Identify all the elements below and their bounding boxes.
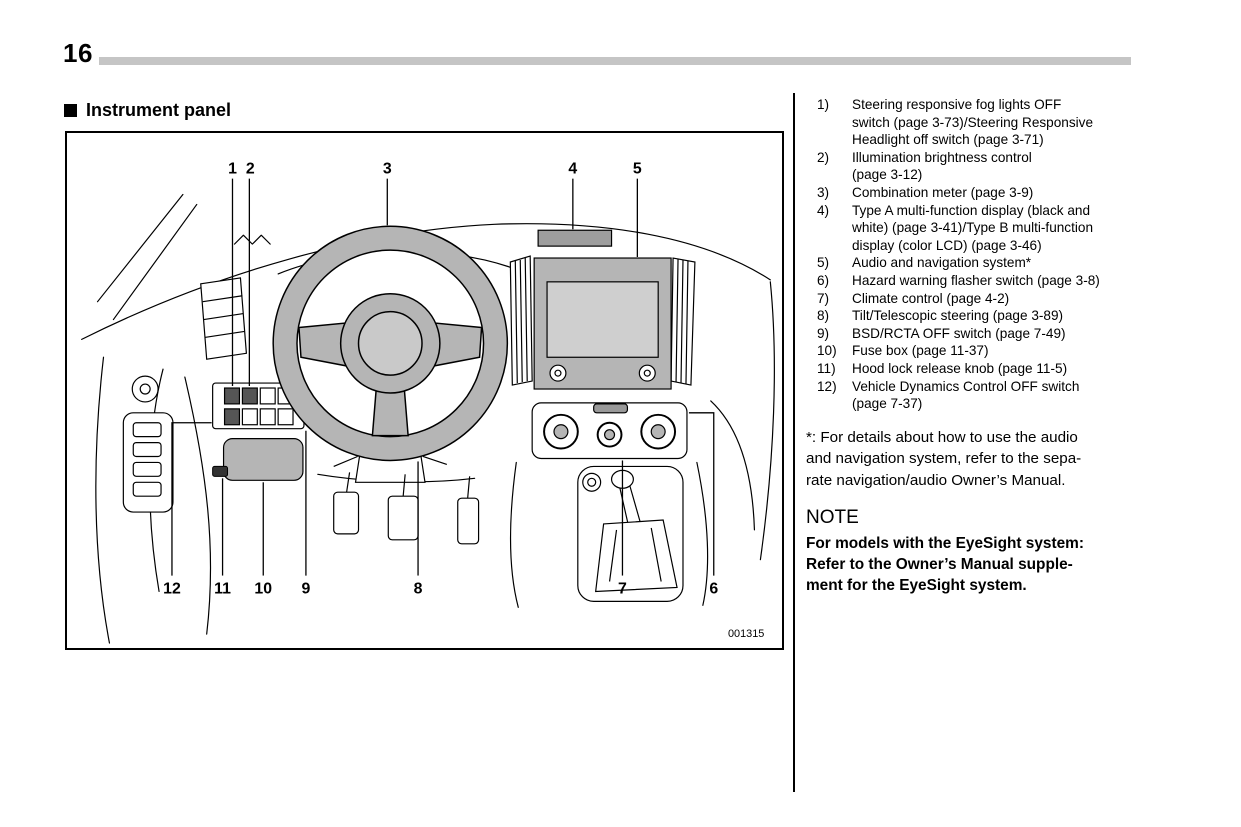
instrument-panel-figure: 1 2 3 4 5 12 11 10 9 8 7 6 001315: [65, 131, 784, 650]
legend-item: 8) Tilt/Telescopic steering (page 3-89): [806, 307, 1150, 325]
legend-item-number: 12): [817, 378, 837, 394]
multi-function-display: [537, 229, 613, 247]
legend-item-text: Audio and navigation system*: [852, 255, 1032, 271]
section-heading-text: Instrument panel: [86, 100, 232, 120]
column-divider: [793, 93, 795, 792]
legend-item-text: Hood lock release knob (page 11-5): [852, 360, 1068, 376]
legend-item: 1) Steering responsive fog lights OFF sw…: [806, 96, 1150, 149]
legend-item-number: 9): [817, 325, 830, 341]
left-dash-vent: [200, 277, 248, 360]
legend-item-text: Illumination brightness control (page 3-…: [852, 149, 1032, 183]
audio-footnote: *: For details about how to use the audi…: [806, 428, 1082, 489]
legend-item-text: BSD/RCTA OFF switch (page 7-49): [852, 325, 1066, 341]
instrument-panel-diagram: 1 2 3 4 5 12 11 10 9 8 7 6 001315: [81, 161, 775, 644]
legend-item-number: 6): [817, 272, 830, 288]
legend-item-number: 10): [817, 343, 837, 359]
legend-item-number: 4): [817, 202, 830, 218]
legend-item: 2) Illumination brightness control (page…: [806, 149, 1150, 184]
callout-4: 4: [568, 161, 577, 178]
note-heading: NOTE: [806, 507, 859, 529]
hood-release-knob: [212, 465, 229, 477]
legend-item: 5) Audio and navigation system*: [806, 254, 1150, 272]
callout-lines: [171, 178, 715, 576]
hazard-switch: [593, 403, 629, 414]
callout-12: 12: [163, 580, 181, 597]
section-heading: Instrument panel: [64, 100, 231, 121]
callout-6: 6: [709, 580, 718, 597]
callout-numbers: 1 2 3 4 5 12 11 10 9 8 7 6: [163, 161, 718, 598]
audio-screen: [546, 281, 659, 358]
legend-item: 9) BSD/RCTA OFF switch (page 7-49): [806, 325, 1150, 343]
legend-item-text: Hazard warning flasher switch (page 3-8): [852, 272, 1100, 288]
legend-item-text: Type A multi-function display (black and…: [852, 202, 1094, 253]
legend-item: 10) Fuse box (page 11-37): [806, 342, 1150, 360]
legend-item-number: 8): [817, 308, 830, 324]
legend-item-text: Steering responsive fog lights OFF switc…: [852, 97, 1094, 148]
legend-item: 7) Climate control (page 4-2): [806, 290, 1150, 308]
climate-control-panel: [531, 402, 688, 460]
callout-2: 2: [246, 161, 255, 178]
legend-item: 4) Type A multi-function display (black …: [806, 202, 1150, 255]
section-bullet-icon: [64, 104, 77, 117]
legend-item-number: 2): [817, 149, 830, 165]
callout-1: 1: [228, 161, 237, 178]
legend-item-text: Tilt/Telescopic steering (page 3-89): [852, 308, 1064, 324]
legend-item: 6) Hazard warning flasher switch (page 3…: [806, 272, 1150, 290]
pedals: [333, 472, 480, 545]
note-body: For models with the EyeSight system: Ref…: [806, 535, 1084, 595]
legend-item-text: Climate control (page 4-2): [852, 290, 1010, 306]
gear-shifter: [577, 465, 684, 602]
header-rule: [99, 57, 1131, 65]
legend-item-number: 1): [817, 97, 830, 112]
door-controls: [122, 375, 174, 513]
fuse-box-tray: [222, 438, 304, 481]
legend-item-text: Vehicle Dynamics Control OFF switch (pag…: [852, 378, 1080, 412]
legend-item: 11) Hood lock release knob (page 11-5): [806, 360, 1150, 378]
legend-item: 3) Combination meter (page 3-9): [806, 184, 1150, 202]
legend-item-number: 7): [817, 290, 830, 306]
callout-7: 7: [618, 580, 627, 597]
callout-3: 3: [383, 161, 392, 178]
callout-8: 8: [414, 580, 423, 597]
callout-10: 10: [254, 580, 272, 597]
legend-item-number: 11): [817, 360, 836, 376]
legend-item-number: 3): [817, 184, 830, 200]
page-number: 16: [63, 38, 93, 68]
legend-item-text: Combination meter (page 3-9): [852, 184, 1034, 200]
figure-code: 001315: [728, 628, 764, 640]
driver-switch-panel: [212, 382, 305, 430]
center-stack: [509, 229, 696, 390]
legend-item-number: 5): [817, 255, 830, 271]
callout-11: 11: [214, 580, 231, 597]
callout-5: 5: [633, 161, 642, 178]
legend-panel: 1) Steering responsive fog lights OFF sw…: [806, 96, 1150, 596]
callout-9: 9: [302, 580, 311, 597]
legend-item: 12) Vehicle Dynamics Control OFF switch …: [806, 378, 1150, 413]
legend-item-text: Fuse box (page 11-37): [852, 343, 989, 359]
steering-wheel: [272, 225, 509, 462]
